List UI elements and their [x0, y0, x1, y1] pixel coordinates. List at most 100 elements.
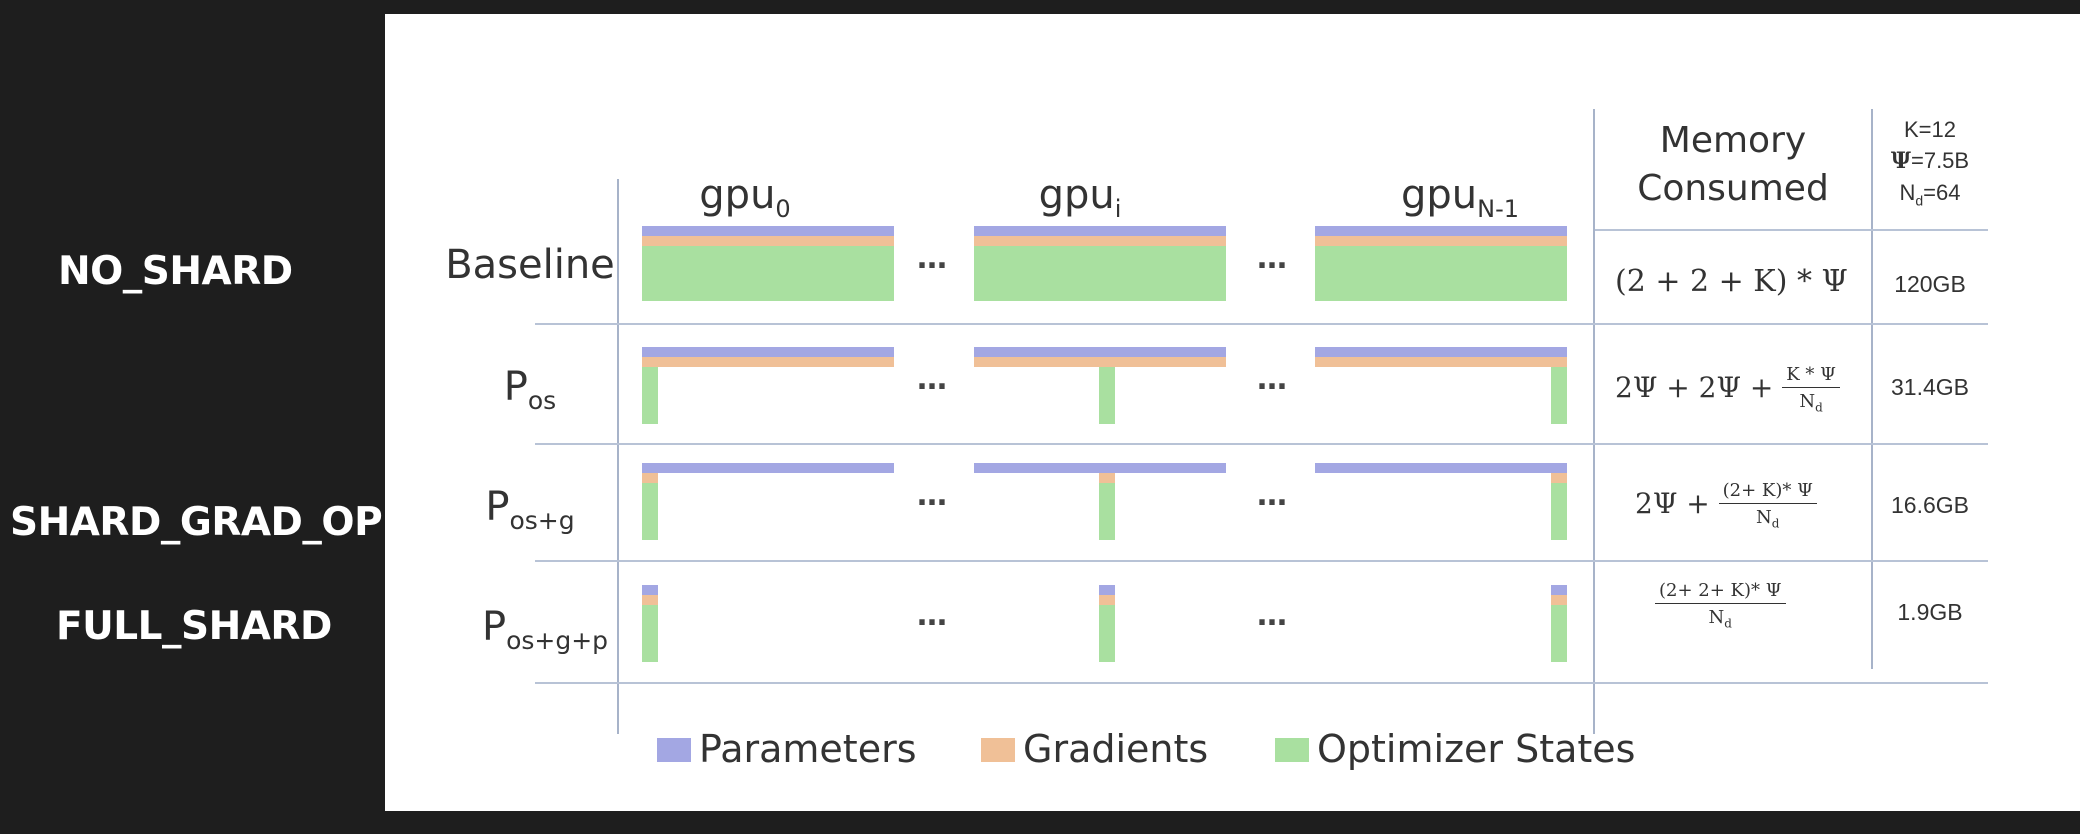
memory-value: 16.6GB: [1891, 492, 1969, 518]
gpu-header-sub: i: [1114, 195, 1122, 223]
optimizer-states-bar: [974, 246, 1226, 301]
row-label-pos-g-p: Pos+g+p: [465, 604, 625, 655]
row-label-text: Baseline: [445, 242, 615, 288]
optimizer-states-bar: [1315, 246, 1567, 301]
optimizer-states-shard: [642, 605, 658, 662]
row-divider: [535, 443, 1988, 445]
parameters-bar: [974, 463, 1226, 473]
nd-sub: d: [1915, 192, 1924, 209]
parameters-bar: [642, 226, 894, 236]
frac-den-sub: d: [1815, 400, 1823, 415]
optimizer-states-shard: [642, 367, 658, 424]
psi-symbol: Ψ: [1890, 148, 1911, 174]
parameters-bar: [642, 347, 894, 357]
gpu-header: gpui: [1005, 172, 1155, 223]
formula-prefix: 2Ψ + 2Ψ +: [1615, 370, 1783, 404]
gpu-header-sub: N-1: [1477, 195, 1520, 223]
frac-den-base: N: [1799, 391, 1816, 412]
parameters-shard: [1551, 585, 1567, 595]
ellipsis: …: [917, 478, 948, 513]
optimizer-states-shard: [1551, 367, 1567, 424]
legend-label-parameters: Parameters: [699, 727, 917, 771]
gpu-header-sub: 0: [775, 195, 791, 223]
gradients-bar: [1315, 236, 1567, 246]
row-label-pos-g: Pos+g: [455, 484, 605, 535]
row-label-sub: os: [527, 386, 557, 415]
frac-den-sub: d: [1771, 516, 1780, 531]
parameters-bar: [642, 463, 894, 473]
ellipsis: …: [1257, 241, 1288, 276]
zero-sharding-diagram: gpu0 gpui gpuN-1 Baseline Pos Pos+g Pos+…: [385, 14, 2080, 811]
fraction-denominator: Nd: [1782, 388, 1840, 415]
parameters-shard: [1099, 585, 1115, 595]
parameters-shard: [642, 585, 658, 595]
memory-header-line1: Memory: [1659, 120, 1807, 161]
fraction-numerator: (2+ 2+ K)* Ψ: [1655, 580, 1786, 604]
row-label-sub: os+g: [509, 506, 575, 535]
memory-header-line2: Consumed: [1637, 168, 1829, 209]
gradients-shard: [642, 473, 658, 483]
memory-value: 1.9GB: [1897, 599, 1963, 625]
gpu-header-base: gpu: [1038, 172, 1115, 218]
gradients-bar: [1315, 357, 1567, 367]
row-label-divider: [617, 179, 619, 734]
optimizer-states-shard: [1551, 483, 1567, 540]
row-divider: [535, 560, 1988, 562]
legend-label-optimizer-states: Optimizer States: [1317, 727, 1636, 771]
fraction-denominator: Nd: [1655, 604, 1786, 631]
parameters-bar: [1315, 226, 1567, 236]
legend-swatch-optimizer-states: [1275, 738, 1309, 762]
optimizer-states-shard: [1099, 605, 1115, 662]
ellipsis: …: [1257, 478, 1288, 513]
label-no-shard: NO_SHARD: [58, 249, 293, 294]
row-label-text: P: [503, 364, 528, 410]
frac-den-base: N: [1756, 507, 1772, 528]
parameters-bar: [974, 347, 1226, 357]
parameters-bar: [974, 226, 1226, 236]
ellipsis: …: [917, 598, 948, 633]
formula-prefix: 2Ψ +: [1635, 486, 1719, 520]
constant-psi: Ψ=7.5B: [1875, 145, 1985, 177]
gradients-shard: [1099, 595, 1115, 605]
optimizer-states-shard: [1551, 605, 1567, 662]
ellipsis: …: [917, 362, 948, 397]
nd-value: =64: [1923, 180, 1961, 205]
fraction-numerator: (2+ K)* Ψ: [1718, 480, 1817, 504]
nd-base: N: [1899, 180, 1916, 205]
row-label-baseline: Baseline: [445, 242, 615, 288]
legend-swatch-parameters: [657, 738, 691, 762]
label-full-shard: FULL_SHARD: [56, 604, 332, 649]
row-divider: [535, 682, 1988, 684]
psi-value: =7.5B: [1910, 148, 1970, 173]
constant-k: K=12: [1904, 117, 1956, 142]
optimizer-states-shard: [1099, 483, 1115, 540]
gradients-bar: [974, 236, 1226, 246]
row-label-pos: Pos: [455, 364, 605, 415]
legend-label-gradients: Gradients: [1023, 727, 1209, 771]
optimizer-states-bar: [642, 246, 894, 301]
frac-den-sub: d: [1724, 616, 1732, 631]
constants-column-divider: [1871, 109, 1873, 669]
gradients-shard: [1551, 473, 1567, 483]
row-label-text: P: [485, 484, 510, 530]
ellipsis: …: [1257, 598, 1288, 633]
fraction-denominator: Nd: [1719, 504, 1817, 531]
memory-value: 31.4GB: [1891, 374, 1969, 400]
gpu-header-base: gpu: [699, 172, 776, 218]
gpu-header: gpu0: [670, 172, 820, 223]
label-shard-grad-op: SHARD_GRAD_OP: [10, 500, 383, 545]
gradients-bar: [642, 357, 894, 367]
optimizer-states-shard: [642, 483, 658, 540]
memory-consumed-header: Memory Consumed: [1597, 117, 1869, 213]
ellipsis: …: [1257, 362, 1288, 397]
parameters-bar: [1315, 463, 1567, 473]
gpu-header-base: gpu: [1400, 172, 1478, 218]
frac-den-base: N: [1708, 607, 1725, 628]
gradients-shard: [642, 595, 658, 605]
gradients-bar: [974, 357, 1226, 367]
row-divider: [1595, 229, 1988, 231]
row-divider: [535, 323, 1988, 325]
